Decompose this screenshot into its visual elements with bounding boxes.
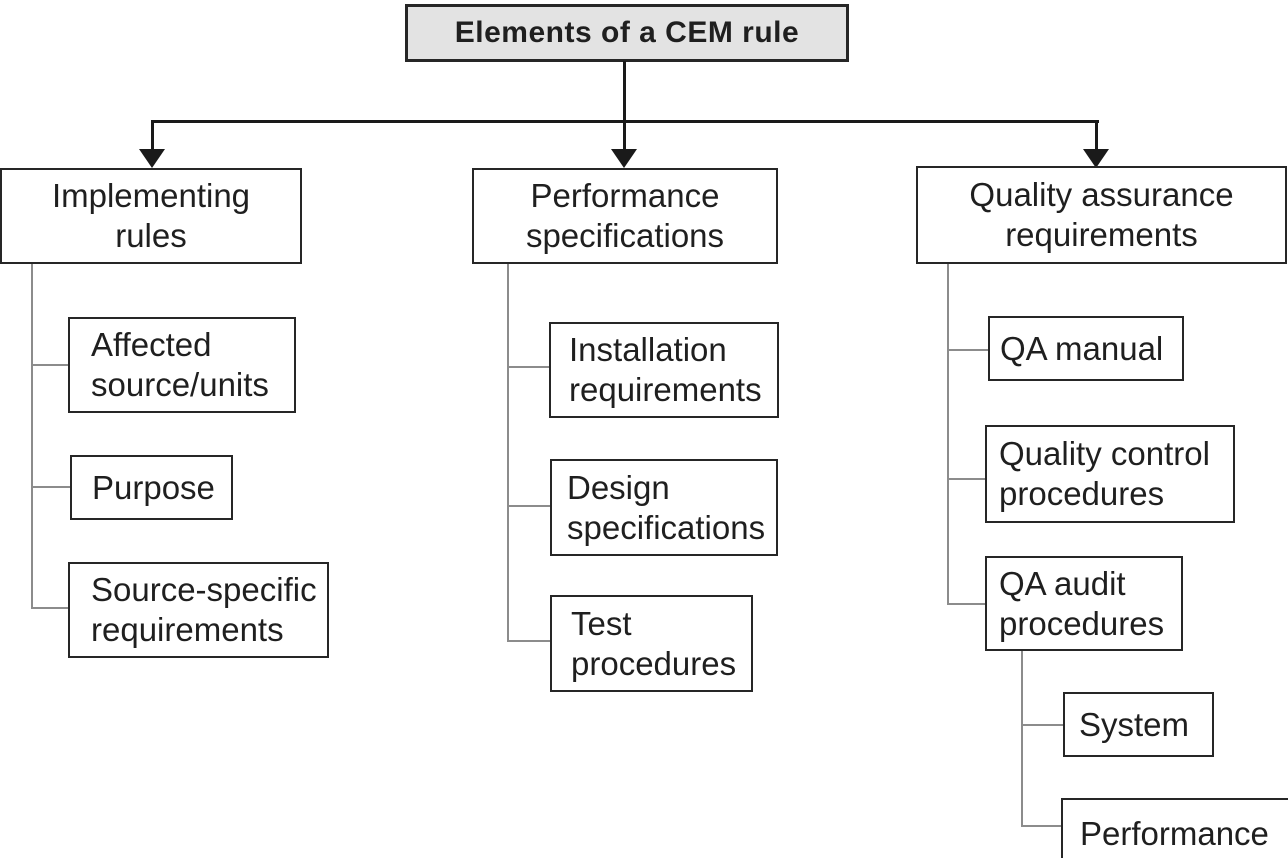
node-implementing-rules: Implementing rules bbox=[0, 168, 302, 264]
connector-branch-left-vertical bbox=[31, 264, 33, 609]
connector-stub bbox=[33, 607, 68, 609]
connector-stub bbox=[509, 640, 550, 642]
node-quality-control-procedures: Quality control procedures bbox=[985, 425, 1235, 523]
node-qa-manual: QA manual bbox=[988, 316, 1184, 381]
connector-stub bbox=[949, 349, 988, 351]
arrow-down-icon bbox=[611, 149, 637, 168]
connector-drop-left bbox=[151, 120, 154, 152]
connector-drop-right bbox=[1095, 120, 1098, 152]
node-system: System bbox=[1063, 692, 1214, 757]
connector-stub bbox=[1023, 724, 1063, 726]
connector-stub bbox=[509, 366, 549, 368]
node-performance-specifications: Performance specifications bbox=[472, 168, 778, 264]
arrow-down-icon bbox=[139, 149, 165, 168]
connector-trunk-vertical bbox=[623, 61, 626, 122]
node-qa-audit-procedures: QA audit procedures bbox=[985, 556, 1183, 651]
connector-subbranch-vertical bbox=[1021, 651, 1023, 827]
node-affected-source-units: Affected source/units bbox=[68, 317, 296, 413]
connector-stub bbox=[33, 486, 70, 488]
node-purpose: Purpose bbox=[70, 455, 233, 520]
connector-stub bbox=[949, 478, 985, 480]
node-test-procedures: Test procedures bbox=[550, 595, 753, 692]
connector-stub bbox=[1023, 825, 1061, 827]
node-installation-requirements: Installation requirements bbox=[549, 322, 779, 418]
arrow-down-icon bbox=[1083, 149, 1109, 168]
connector-branch-middle-vertical bbox=[507, 264, 509, 642]
connector-drop-center bbox=[623, 120, 626, 152]
node-performance: Performance bbox=[1061, 798, 1288, 858]
connector-stub bbox=[33, 364, 68, 366]
connector-stub bbox=[949, 603, 985, 605]
connector-branch-right-vertical bbox=[947, 264, 949, 605]
node-design-specifications: Design specifications bbox=[550, 459, 778, 556]
diagram-title-box: Elements of a CEM rule bbox=[405, 4, 849, 62]
connector-stub bbox=[509, 505, 550, 507]
node-source-specific-requirements: Source-specific requirements bbox=[68, 562, 329, 658]
node-quality-assurance-requirements: Quality assurance requirements bbox=[916, 166, 1287, 264]
